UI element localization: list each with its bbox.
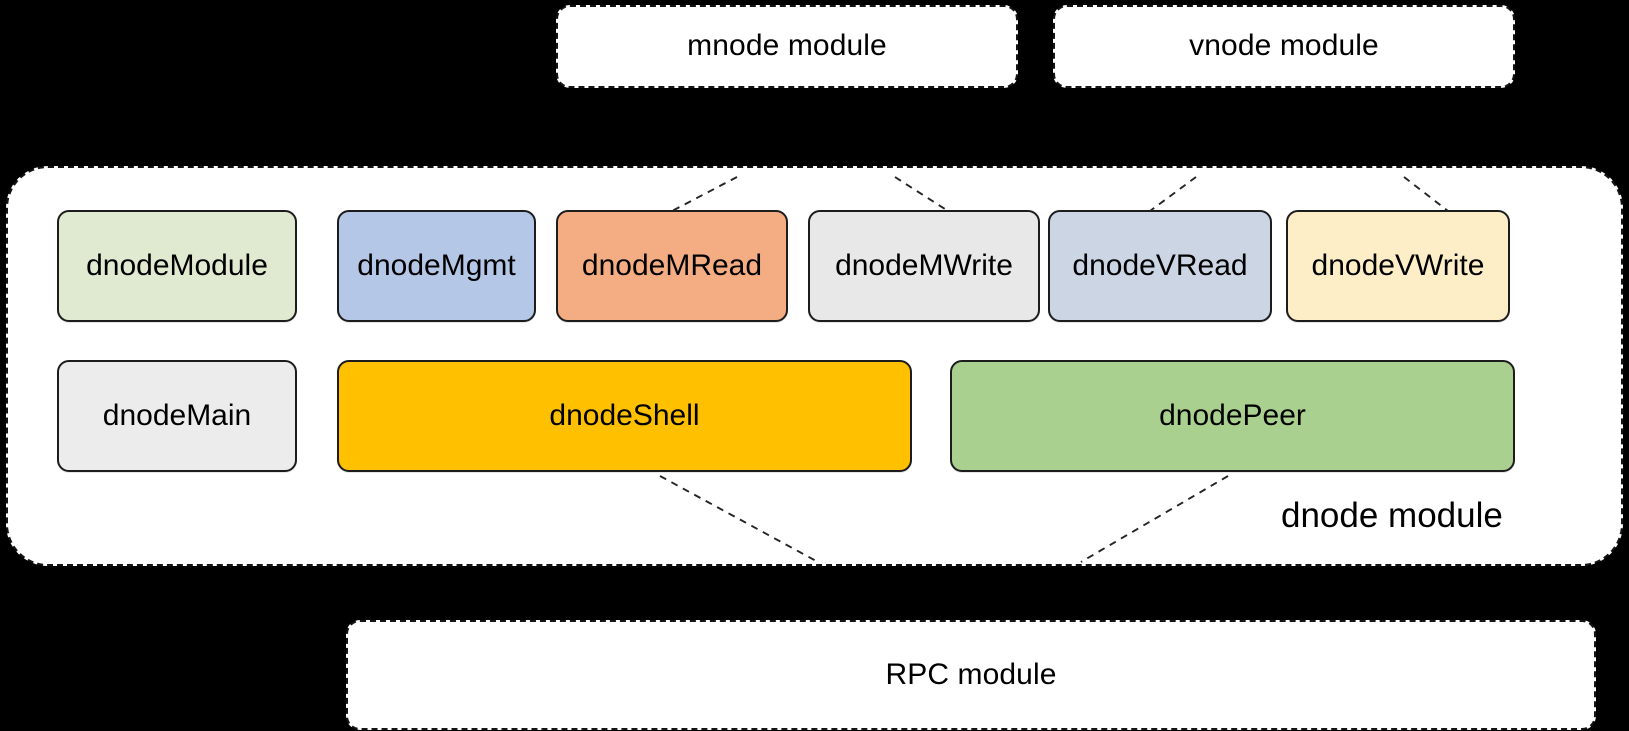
component-label: dnodeMWrite	[835, 248, 1013, 282]
component-label: dnodeVWrite	[1311, 248, 1485, 282]
component-dnode-vwrite[interactable]: dnodeVWrite	[1286, 210, 1510, 322]
component-dnode-mwrite[interactable]: dnodeMWrite	[808, 210, 1040, 322]
vnode-module-label: vnode module	[1189, 29, 1379, 63]
component-label: dnodeMgmt	[357, 248, 516, 282]
component-label: dnodeMain	[102, 398, 252, 432]
component-label: dnodeMRead	[581, 248, 763, 282]
component-label: dnodeVRead	[1072, 248, 1248, 282]
component-dnode-shell[interactable]: dnodeShell	[337, 360, 912, 472]
component-dnode-mread[interactable]: dnodeMRead	[556, 210, 788, 322]
rpc-module-label: RPC module	[885, 657, 1057, 691]
component-label: dnodePeer	[1159, 398, 1306, 432]
component-dnode-vread[interactable]: dnodeVRead	[1048, 210, 1272, 322]
component-dnode-peer[interactable]: dnodePeer	[950, 360, 1515, 472]
mnode-module-label: mnode module	[687, 29, 887, 63]
component-dnode-module[interactable]: dnodeModule	[57, 210, 297, 322]
dnode-module-label: dnode module	[1281, 496, 1503, 535]
vnode-module-box[interactable]: vnode module	[1053, 5, 1515, 88]
component-label: dnodeShell	[549, 398, 700, 432]
component-dnode-main[interactable]: dnodeMain	[57, 360, 297, 472]
component-dnode-mgmt[interactable]: dnodeMgmt	[337, 210, 536, 322]
rpc-module-box[interactable]: RPC module	[346, 620, 1596, 730]
mnode-module-box[interactable]: mnode module	[556, 5, 1018, 88]
component-label: dnodeModule	[86, 248, 268, 282]
